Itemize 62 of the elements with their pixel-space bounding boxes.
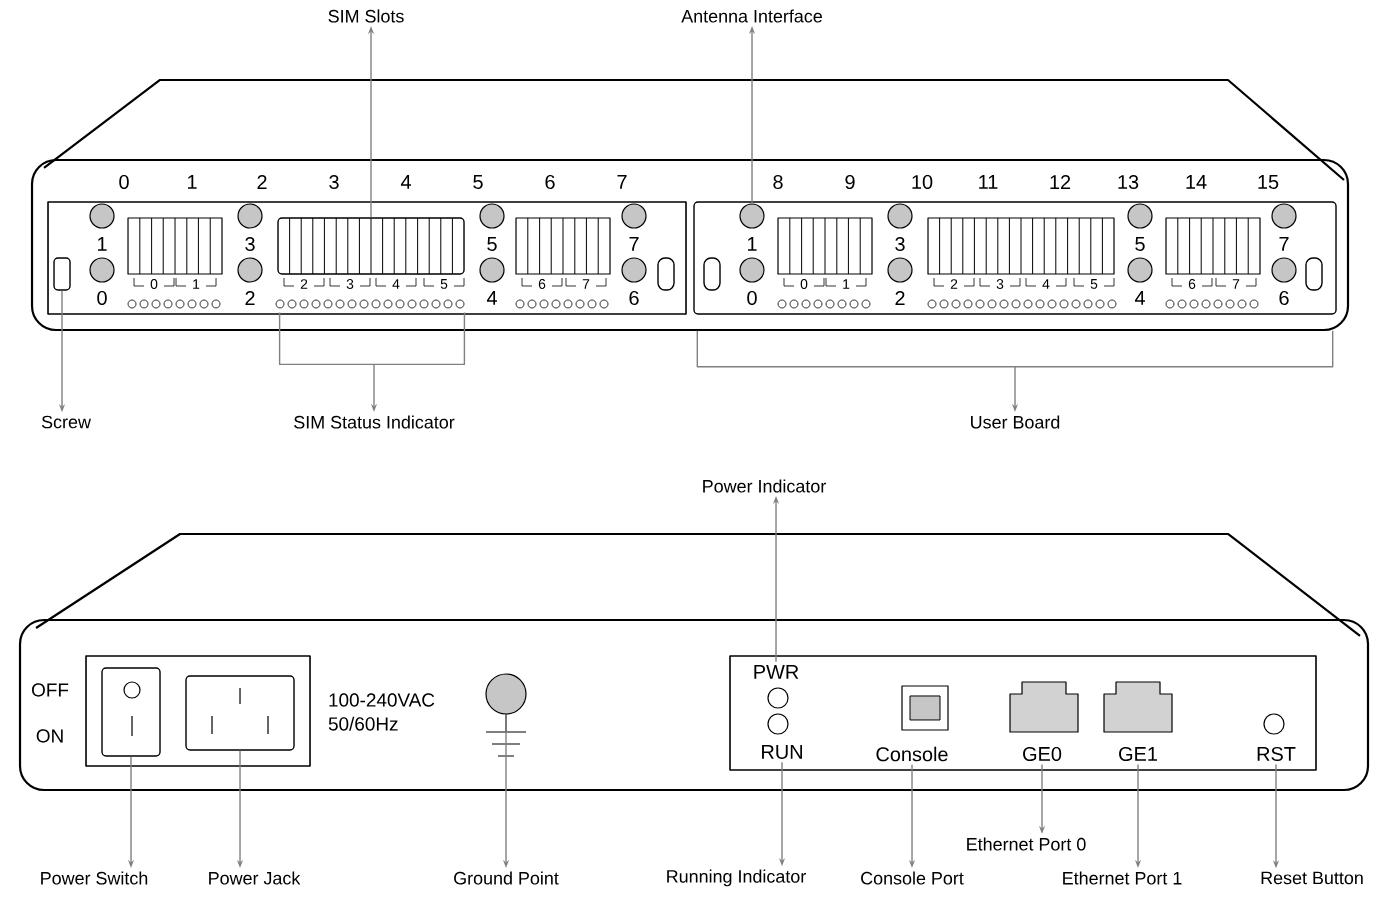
callout-label: Console Port bbox=[861, 871, 964, 885]
led-number: 6 bbox=[1279, 290, 1289, 306]
slot-number: 14 bbox=[1186, 175, 1207, 189]
callout-label: User Board bbox=[971, 415, 1060, 429]
led-number: 0 bbox=[97, 290, 107, 306]
slot-number: 15 bbox=[1258, 175, 1279, 189]
callout-label: Ethernet Port 1 bbox=[1063, 871, 1182, 885]
port-label: Console bbox=[876, 746, 948, 762]
port-label: GE1 bbox=[1119, 746, 1157, 762]
slot-number: 2 bbox=[257, 175, 267, 189]
led-number: 2 bbox=[895, 291, 905, 305]
slot-number: 1 bbox=[188, 175, 197, 189]
callout-label: Screw bbox=[41, 415, 91, 429]
led-number: 3 bbox=[895, 236, 905, 252]
switch-label: OFF bbox=[32, 683, 69, 697]
switch-label: ON bbox=[36, 729, 63, 743]
user-board bbox=[693, 201, 1337, 315]
led-number: 7 bbox=[629, 237, 639, 251]
slot-number: 5 bbox=[473, 175, 483, 189]
callout-label: Power Jack bbox=[209, 871, 301, 885]
slot-number: 7 bbox=[617, 175, 627, 189]
indicator-row bbox=[275, 299, 465, 309]
led-number: 5 bbox=[487, 237, 497, 251]
slot-number: 8 bbox=[773, 174, 783, 190]
led-number: 7 bbox=[1279, 237, 1289, 251]
led-number: 4 bbox=[486, 291, 497, 305]
antenna-led bbox=[739, 203, 765, 229]
callout-label: Antenna Interface bbox=[681, 9, 822, 23]
slot-number: 4 bbox=[400, 175, 411, 189]
callout-label: Power Switch bbox=[41, 871, 148, 885]
led-number: 5 bbox=[1135, 237, 1145, 251]
power-switch bbox=[101, 667, 161, 757]
ground-terminal bbox=[485, 673, 527, 715]
voltage-rating: 100-240VAC 50/60Hz bbox=[328, 693, 435, 731]
led-number: 4 bbox=[1134, 291, 1145, 305]
slot-number: 9 bbox=[845, 174, 855, 190]
callout-label: Power Indicator bbox=[703, 479, 826, 493]
slot-number: 11 bbox=[979, 175, 998, 189]
slot-number: 3 bbox=[329, 174, 339, 190]
led-number: 6 bbox=[629, 290, 639, 306]
callout-label: Ethernet Port 0 bbox=[967, 837, 1086, 851]
led-number: 1 bbox=[98, 237, 107, 251]
callout-label: Running Indicator bbox=[667, 869, 806, 887]
slot-number: 13 bbox=[1118, 174, 1139, 190]
led-number: 0 bbox=[747, 290, 757, 306]
slot-number: 0 bbox=[119, 174, 129, 190]
led-number: 2 bbox=[245, 291, 255, 305]
power-jack bbox=[185, 675, 295, 751]
led-number: 3 bbox=[245, 236, 255, 252]
callout-label: Reset Button bbox=[1261, 871, 1363, 885]
slot-number: 6 bbox=[545, 174, 555, 190]
callout-label: SIM Status Indicator bbox=[294, 415, 455, 429]
slot-number: 12 bbox=[1050, 175, 1071, 189]
port-label: GE0 bbox=[1023, 746, 1062, 762]
sim-slot bbox=[277, 217, 465, 275]
port-label: RST bbox=[1257, 746, 1296, 762]
callout-label: Ground Point bbox=[454, 871, 559, 885]
port-label: PWR bbox=[754, 665, 799, 679]
callout-label: SIM Slots bbox=[328, 9, 404, 23]
screw-slot bbox=[53, 257, 71, 291]
slot-number: 10 bbox=[912, 174, 933, 190]
port-label: RUN bbox=[762, 745, 802, 759]
